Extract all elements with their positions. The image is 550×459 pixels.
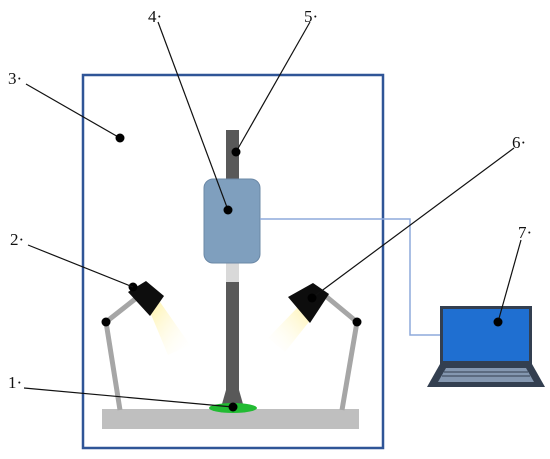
label-5: 5· xyxy=(304,7,318,26)
left-lamp-light xyxy=(150,302,190,355)
label-3: 3· xyxy=(8,69,22,88)
laptop-screen xyxy=(443,309,529,361)
left-lamp-head xyxy=(128,281,164,316)
camera-body xyxy=(203,178,261,264)
label-6: 6· xyxy=(512,133,526,152)
left-lamp-arm xyxy=(103,294,141,411)
data-cable xyxy=(260,218,440,336)
label-1: 1· xyxy=(8,373,22,392)
left-lamp xyxy=(101,281,190,411)
lens-tip xyxy=(222,390,243,404)
right-lamp-joint-dot xyxy=(352,317,362,327)
label-7: 7· xyxy=(518,223,532,242)
laptop-keyboard xyxy=(438,368,534,382)
enclosure-box xyxy=(81,73,385,450)
label-4: 4· xyxy=(148,7,162,26)
callouts xyxy=(23,21,522,412)
laptop xyxy=(427,306,545,387)
right-lamp-light xyxy=(268,305,312,352)
right-lamp-arm xyxy=(320,291,360,411)
right-lamp xyxy=(268,283,362,411)
label-2: 2· xyxy=(10,230,24,249)
rod-light-segment xyxy=(226,262,239,282)
left-lamp-joint-dot xyxy=(101,317,111,327)
base-plate xyxy=(102,409,359,429)
